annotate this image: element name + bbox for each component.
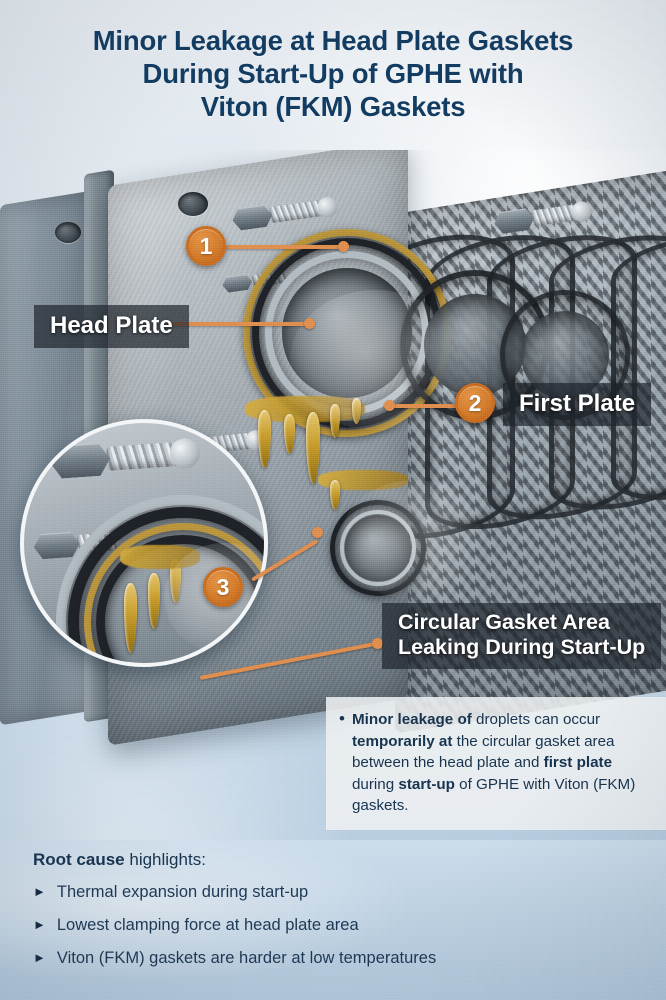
root-cause-item-text: Lowest clamping force at head plate area: [56, 916, 359, 934]
marker-2-label: 2: [468, 389, 482, 416]
gasket-ring-black: [68, 507, 264, 663]
gasket-ring-black: [330, 500, 426, 596]
leak-smear: [120, 545, 200, 569]
gasket-ring-gold: [84, 523, 264, 663]
root-cause-list: ► Thermal expansion during start-up ► Lowes…: [33, 881, 633, 980]
magnifier-inset-content: [24, 423, 264, 663]
port-bore: [282, 268, 412, 398]
leader-endpoint-3-upper: [312, 527, 323, 538]
leak-smear: [318, 470, 408, 490]
bolt-hex-nut: [49, 442, 111, 479]
leader-endpoint-2: [384, 400, 395, 411]
root-cause-item: ► Viton (FKM) gaskets are harder at low t…: [33, 947, 633, 969]
callout-head-plate: Head Plate: [34, 305, 189, 349]
info-card-text: Minor leakage of droplets can occur temp…: [352, 709, 652, 817]
page-title: Minor Leakage at Head Plate Gaskets Duri…: [0, 24, 666, 123]
info-card-bullet: •: [339, 709, 345, 728]
leader-line-head-plate: [172, 322, 312, 326]
marker-1[interactable]: 1: [186, 226, 226, 266]
leak-droplet: [352, 398, 361, 424]
leak-droplet: [330, 480, 340, 510]
info-card-segment-5: during: [351, 775, 399, 793]
port-bore: [345, 515, 411, 581]
marker-2[interactable]: 2: [455, 383, 495, 423]
leak-droplet: [258, 410, 271, 468]
bolt-hole: [55, 222, 81, 243]
root-cause-heading: Root cause highlights:: [33, 850, 206, 870]
title-line-1: Minor Leakage at Head Plate Gaskets: [92, 25, 574, 56]
callout-gasket-area-line-1: Circular Gasket Area: [398, 610, 610, 634]
leader-endpoint-3-lower: [372, 638, 383, 649]
info-card: • Minor leakage of droplets can occur te…: [326, 697, 666, 830]
callout-head-plate-text: Head Plate: [50, 312, 173, 339]
root-cause-item: ► Lowest clamping force at head plate are…: [33, 914, 633, 936]
info-card-segment-6: start-up: [398, 775, 460, 793]
info-card-segment-7: of GPHE with Viton (FKM) gaskets.: [351, 775, 636, 815]
leak-droplet: [306, 412, 320, 484]
root-cause-item: ► Thermal expansion during start-up: [33, 881, 633, 903]
tie-bolt: [40, 429, 264, 480]
gasket-ring-black: [96, 535, 264, 663]
info-card-segment-3: the circular gasket area between the hea…: [351, 732, 615, 772]
leak-droplet: [284, 414, 295, 454]
info-card-segment-0: Minor leakage of: [351, 711, 477, 728]
marker-3[interactable]: 3: [203, 567, 243, 607]
marker-3-label: 3: [216, 573, 230, 600]
arrow-right-icon: ►: [33, 950, 46, 965]
callout-first-plate: First Plate: [503, 383, 652, 427]
title-line-3: Viton (FKM) Gaskets: [200, 91, 466, 122]
callout-gasket-area-line-2: Leaking During Start-Up: [398, 635, 646, 660]
callout-gasket-area: Circular Gasket Area Leaking During Star…: [382, 603, 662, 669]
arrow-right-icon: ►: [33, 884, 46, 899]
leader-line-1: [226, 245, 346, 249]
leak-droplet: [330, 404, 340, 438]
port-ring-metal: [340, 510, 416, 586]
leader-endpoint-1: [338, 241, 349, 252]
root-cause-item-text: Viton (FKM) gaskets are harder at low te…: [56, 949, 437, 967]
root-cause-item-text: Thermal expansion during start-up: [56, 883, 309, 901]
leak-droplet: [148, 573, 160, 629]
leader-endpoint-head-plate: [304, 318, 315, 329]
root-cause-heading-bold: Root cause: [33, 850, 125, 869]
marker-1-label: 1: [199, 232, 213, 259]
circular-gasket-port: [330, 500, 426, 596]
title-line-2: During Start-Up of GPHE with: [142, 58, 524, 89]
leader-line-2: [392, 404, 458, 408]
leak-droplet: [170, 559, 181, 603]
info-card-segment-2: temporarily at: [351, 732, 457, 750]
magnifier-inset: [20, 419, 268, 667]
leak-droplet: [124, 583, 137, 653]
info-card-segment-1: droplets can occur: [476, 711, 601, 728]
root-cause-heading-rest: highlights:: [124, 850, 206, 869]
callout-first-plate-text: First Plate: [519, 390, 636, 417]
info-card-segment-4: first plate: [543, 754, 613, 771]
arrow-right-icon: ►: [33, 917, 46, 932]
bolt-hole: [178, 192, 208, 216]
root-cause-section: Root cause highlights: ► Thermal expansio…: [0, 840, 666, 1000]
